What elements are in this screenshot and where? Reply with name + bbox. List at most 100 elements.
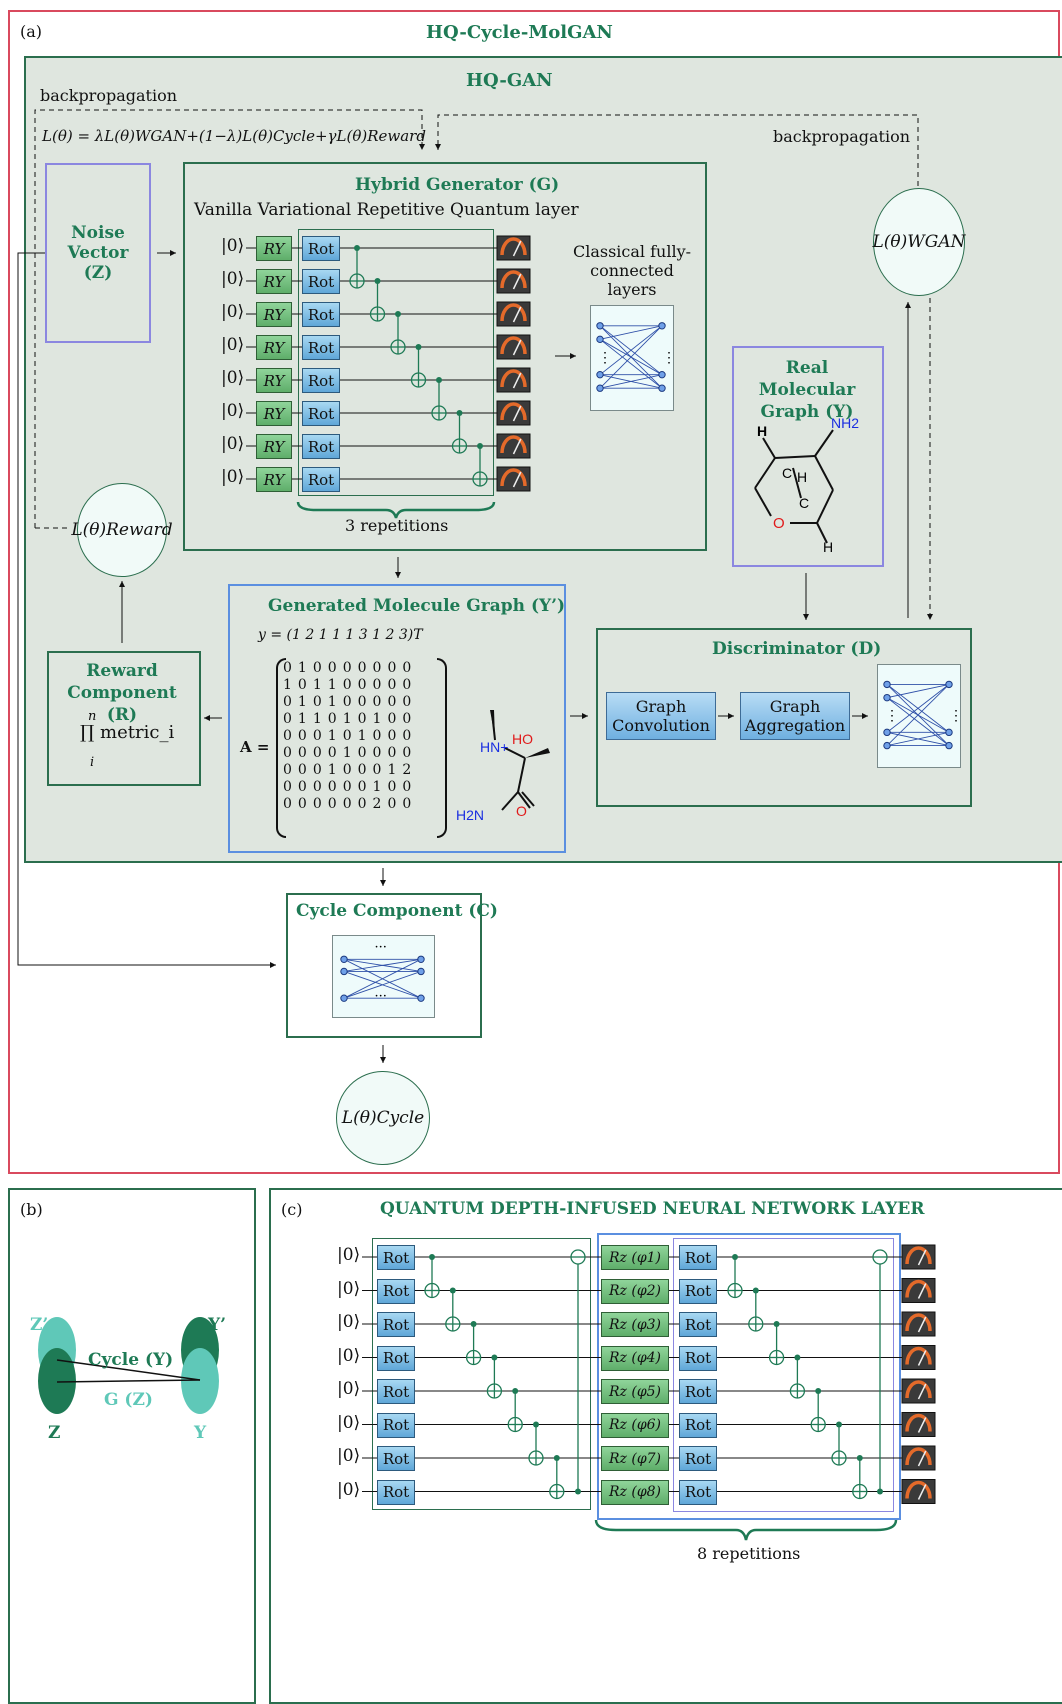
- discriminator-title: Discriminator (D): [712, 639, 882, 659]
- cnot-gate: [451, 410, 468, 454]
- matrix-cell: 0: [297, 796, 307, 812]
- qdi-rot-gate-2: Rot: [679, 1479, 717, 1505]
- matrix-cell: 0: [312, 796, 322, 812]
- matrix-cell: 0: [357, 745, 367, 761]
- qdi-measurement-meter-icon: [901, 1244, 936, 1270]
- matrix-cell: 0: [342, 762, 352, 778]
- label-cycle-y: Cycle (Y): [88, 1350, 174, 1370]
- rz-gate: Rz (φ3): [601, 1312, 669, 1337]
- matrix-cell: 0: [402, 745, 412, 761]
- gen-mol-ho: HO: [512, 731, 533, 747]
- discriminator-nn-node: [883, 680, 891, 689]
- qdi-rot-gate-1: Rot: [377, 1446, 415, 1471]
- cnot-gate: [369, 278, 386, 322]
- matrix-cell: 0: [312, 779, 322, 795]
- matrix-cell: 0: [342, 694, 352, 710]
- matrix-cell: 0: [283, 796, 292, 812]
- matrix-cell: 0: [283, 762, 292, 778]
- rz-gate: Rz (φ2): [601, 1278, 669, 1304]
- qdi-cnot-gate-2: [810, 1388, 826, 1433]
- matrix-cell: 2: [402, 762, 412, 778]
- qdi-measurement-meter-icon: [901, 1445, 936, 1471]
- rot-gate: Rot: [302, 434, 340, 459]
- matrix-cell: 1: [372, 779, 382, 795]
- matrix-cell: 0: [342, 796, 352, 812]
- qdi-ket: |0⟩: [337, 1379, 361, 1399]
- gen-mol-hn: HN+: [480, 739, 508, 755]
- qdi-rot-gate-1: Rot: [377, 1245, 415, 1270]
- matrix-cell: 0: [387, 694, 397, 710]
- rz-gate: Rz (φ6): [601, 1412, 669, 1438]
- matrix-cell: 0: [402, 728, 412, 744]
- matrix-cell: 0: [372, 694, 382, 710]
- measurement-meter-icon: [496, 466, 531, 492]
- matrix-cell: 1: [327, 728, 337, 744]
- matrix-cell: 0: [283, 694, 292, 710]
- qdi-measurement-meter-icon: [901, 1378, 936, 1404]
- qdi-ket: |0⟩: [337, 1479, 361, 1500]
- matrix-cell: 0: [357, 660, 367, 676]
- qdi-cnot-gate-2: [768, 1321, 785, 1366]
- real-mol-nh2: NH2: [831, 415, 859, 431]
- ry-gate: RY: [256, 368, 292, 393]
- panel-a-connectors: [17, 109, 933, 1063]
- qdi-rot-gate-1: Rot: [377, 1345, 415, 1371]
- qdi-cnot-gate-2: [789, 1354, 806, 1399]
- discriminator-box: [596, 628, 972, 807]
- qdi-measurement-meter-icon: [901, 1345, 936, 1370]
- generated-graph-title: Generated Molecule Graph (Y’): [268, 596, 566, 616]
- reward-product-upper: n: [88, 709, 97, 724]
- loss-reward-label: L(θ)Reward: [71, 520, 173, 540]
- qdi-repetitions: 8 repetitions: [697, 1544, 801, 1563]
- qdi-ket: |0⟩: [337, 1412, 361, 1433]
- qdi-cnot-gate-2: [727, 1254, 743, 1299]
- discriminator-nn-graph: ⋮⋮: [883, 680, 959, 750]
- matrix-cell: 0: [342, 677, 352, 693]
- cycle-nn-ellipsis: ···: [375, 989, 387, 1004]
- matrix-cell: 1: [297, 694, 307, 710]
- matrix-cell: 0: [312, 694, 322, 710]
- matrix-cell: 0: [312, 745, 322, 761]
- matrix-cell: 0: [402, 660, 412, 676]
- real-mol-h-bot: H: [823, 539, 833, 555]
- matrix-cell: 0: [283, 728, 292, 744]
- label-y-prime: Y’: [208, 1315, 227, 1335]
- qdi-block-1: [372, 1238, 591, 1510]
- matrix-cell: 0: [387, 728, 397, 744]
- qdi-cnot-gate-2: [748, 1287, 764, 1332]
- qdi-rot-gate-1: Rot: [377, 1412, 415, 1438]
- generator-ket: |0⟩: [221, 269, 245, 289]
- matrix-cell: 0: [402, 779, 412, 795]
- generator-ket: |0⟩: [221, 335, 245, 355]
- matrix-cell: 0: [387, 796, 397, 812]
- classical-nn-node: [658, 322, 666, 330]
- discriminator-nn-ellipsis: ⋮: [885, 708, 899, 724]
- cnot-gate: [472, 443, 488, 487]
- rz-gate: Rz (φ1): [601, 1245, 669, 1270]
- qdi-cnot-gate-1: [445, 1287, 461, 1332]
- qdi-cnot-gate-1: [549, 1455, 565, 1500]
- qdi-brace: [594, 1519, 898, 1541]
- cycle-nn-node: [340, 967, 348, 976]
- real-mol-h-mid: H: [797, 469, 807, 485]
- classical-nn-node: [596, 384, 604, 392]
- generator-subtitle: Vanilla Variational Repetitive Quantum l…: [194, 200, 579, 220]
- generated-graph-box: [228, 584, 566, 853]
- classical-nn-node: [658, 370, 666, 379]
- qdi-cnot-gate-2: [831, 1421, 847, 1466]
- backprop-right-label: backpropagation: [773, 127, 911, 146]
- reward-product-lower: i: [90, 755, 95, 770]
- discriminator-nn-node: [945, 680, 953, 689]
- classical-nn-graph: ⋮⋮: [596, 322, 672, 392]
- qdi-measurement-meter-icon: [901, 1412, 936, 1437]
- cycle-nn-box: [332, 935, 435, 1018]
- cycle-component-box: [286, 893, 482, 1038]
- cycle-nn-edge: [343, 958, 422, 999]
- qdi-measurement-meter-icon: [901, 1311, 936, 1337]
- discriminator-nn-edges: [886, 683, 950, 747]
- rz-gate: Rz (φ4): [601, 1345, 669, 1371]
- qdi-block-2: [597, 1233, 901, 1520]
